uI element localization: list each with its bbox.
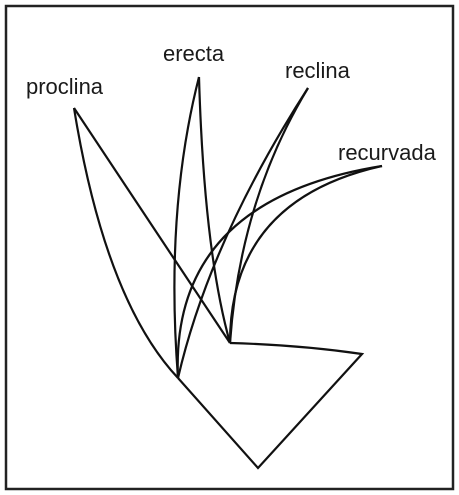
erecta-spine xyxy=(174,77,230,378)
label-proclina: proclina xyxy=(26,74,104,99)
label-erecta: erecta xyxy=(163,41,225,66)
reclina-spine xyxy=(178,88,308,378)
label-recurvada: recurvada xyxy=(338,140,437,165)
proclina-spine xyxy=(74,108,230,378)
base-shape xyxy=(178,343,362,468)
label-reclina: reclina xyxy=(285,58,351,83)
